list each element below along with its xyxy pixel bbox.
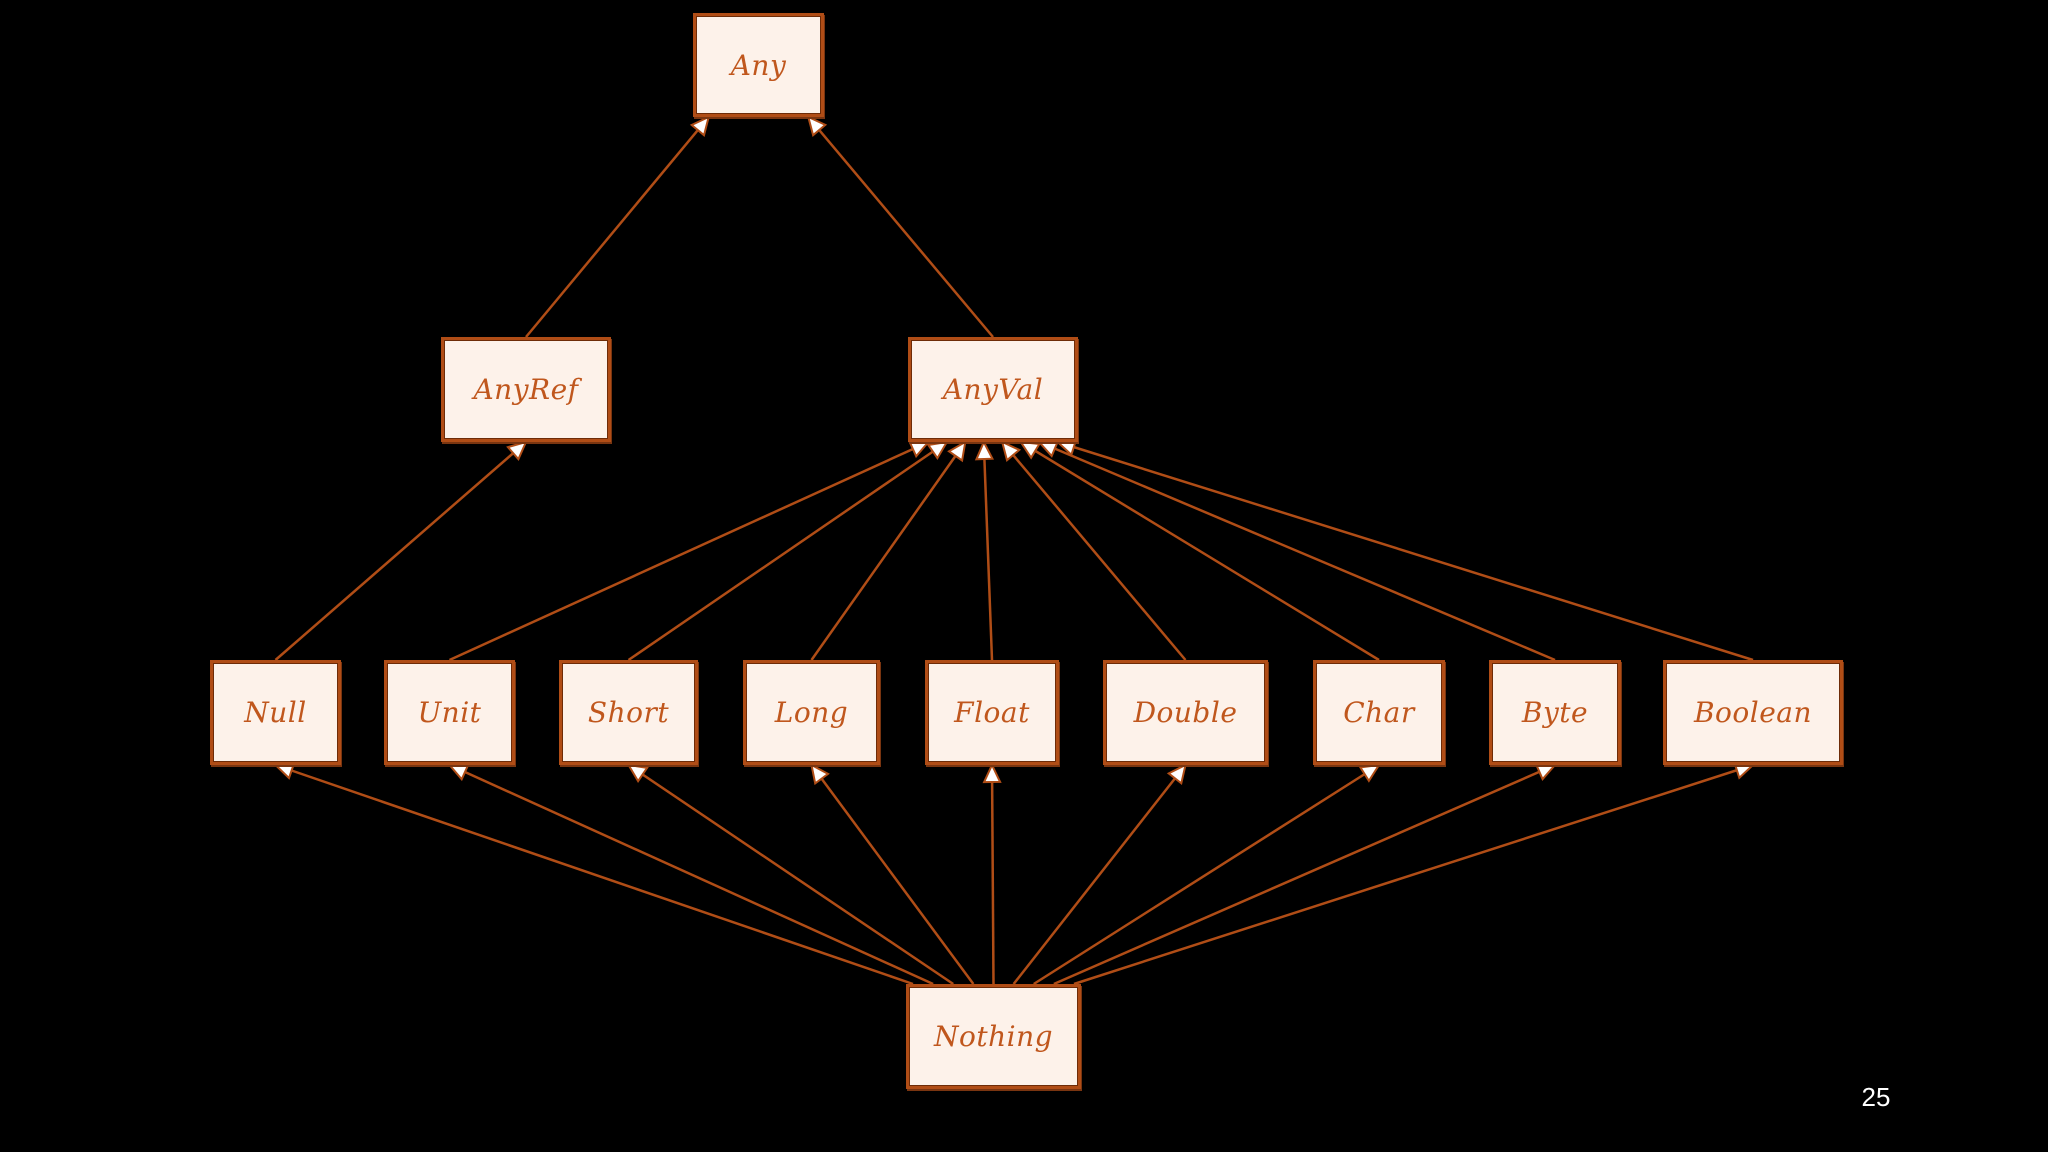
edge-nothing-to-float [990,764,995,985]
node-label-any: Any [730,48,787,82]
node-anyref: AnyRef [441,337,611,442]
edge-unit-to-anyval [448,440,929,662]
arrowhead-long-to-anyval [947,440,967,463]
edge-short-to-anyval [627,440,948,662]
edge-byte-to-anyval [1038,440,1556,662]
node-label-nothing: Nothing [933,1020,1054,1053]
node-label-anyval: AnyVal [942,373,1044,406]
arrowhead-anyval-to-any [806,115,828,137]
edge-null-to-anyref [274,441,527,661]
arrowhead-float-to-anyval [974,439,995,461]
arrowhead-nothing-to-float [982,762,1002,784]
node-label-byte: Byte [1521,696,1589,729]
node-label-null: Null [244,696,307,729]
page-number: 25 [1861,1082,1891,1112]
edge-nothing-to-char [1033,763,1380,986]
edge-anyref-to-any [525,116,710,338]
edge-nothing-to-unit [448,763,934,986]
arrowhead-null-to-anyref [506,440,528,462]
edge-long-to-anyval [810,441,967,661]
edge-nothing-to-short [627,763,954,986]
node-label-short: Short [587,696,670,729]
node-label-unit: Unit [417,696,482,729]
node-label-anyref: AnyRef [473,373,579,406]
edge-boolean-to-anyval [1057,440,1754,662]
node-double: Double [1103,660,1268,765]
edge-nothing-to-null [275,763,914,986]
arrowhead-double-to-anyval [1000,440,1022,462]
node-float: Float [925,660,1059,765]
node-null: Null [210,660,341,765]
node-nothing: Nothing [906,984,1081,1089]
node-anyval: AnyVal [908,337,1078,442]
arrowhead-nothing-to-unit [447,763,470,782]
arrowhead-nothing-to-long [810,763,830,786]
node-any: Any [693,13,824,117]
node-boolean: Boolean [1663,660,1843,765]
arrowhead-nothing-to-null [273,761,296,780]
node-label-char: Char [1343,696,1415,729]
node-short: Short [559,660,698,765]
node-unit: Unit [384,660,515,765]
arrowhead-nothing-to-double [1166,763,1187,786]
arrowhead-short-to-anyval [926,440,949,461]
arrowhead-unit-to-anyval [908,440,931,459]
arrowhead-anyref-to-any [689,115,711,137]
edge-anyval-to-any [807,116,994,338]
node-char: Char [1313,660,1445,765]
edge-double-to-anyval [1001,441,1187,661]
arrowhead-nothing-to-short [626,763,649,783]
node-label-float: Float [954,696,1030,729]
arrowhead-nothing-to-char [1358,763,1381,783]
edge-nothing-to-boolean [1073,763,1754,986]
edge-nothing-to-long [810,764,975,985]
edge-float-to-anyval [982,441,994,661]
arrowhead-nothing-to-byte [1534,763,1558,781]
node-byte: Byte [1489,660,1621,765]
node-long: Long [743,660,880,765]
node-label-double: Double [1133,696,1238,729]
arrowhead-char-to-anyval [1018,440,1042,460]
node-label-boolean: Boolean [1693,696,1813,729]
node-label-long: Long [774,696,849,729]
edge-nothing-to-byte [1053,763,1556,986]
edge-nothing-to-double [1012,764,1187,985]
edge-char-to-anyval [1020,440,1380,662]
